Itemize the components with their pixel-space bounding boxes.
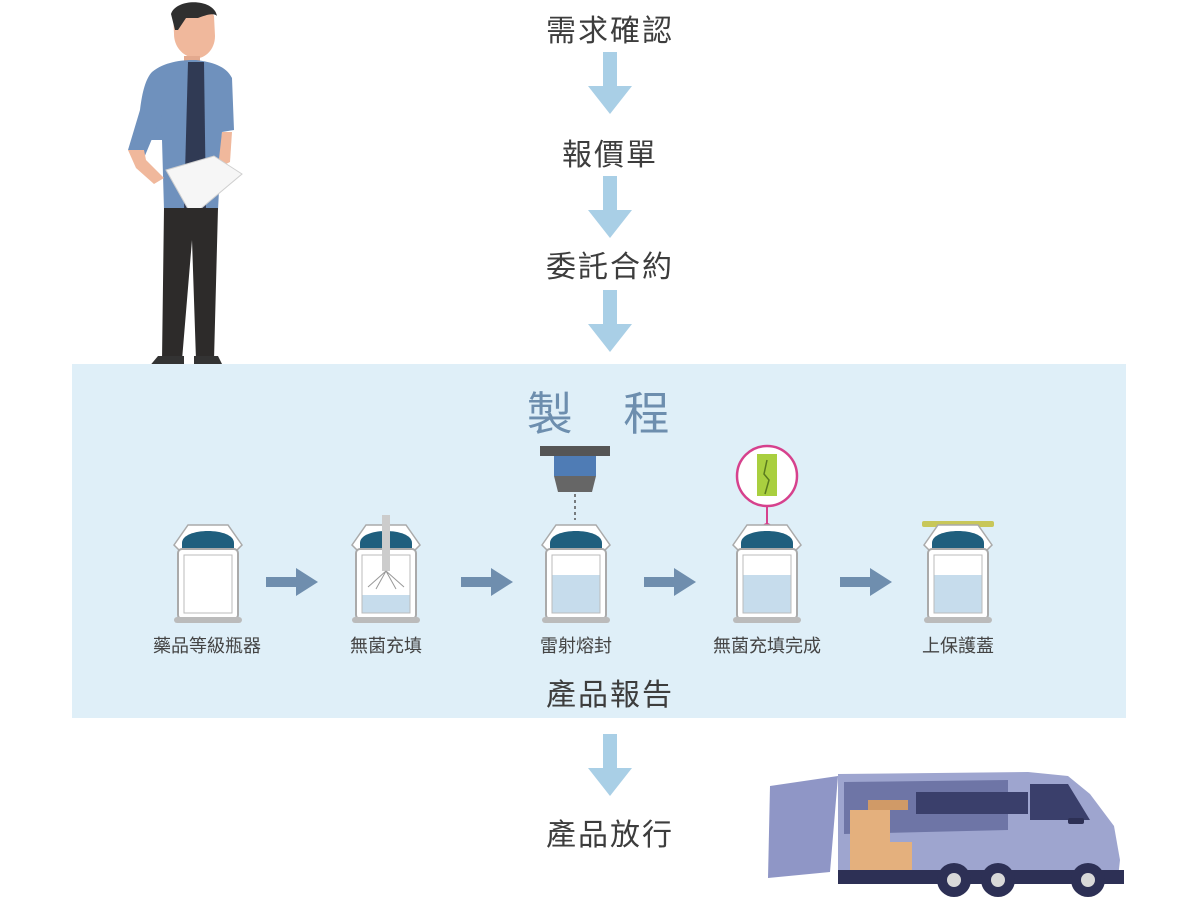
magnifier-detail-icon [735, 444, 799, 533]
stage-laser-sealing [536, 515, 656, 665]
step-commission-contract: 委託合約 [546, 250, 674, 285]
stage-label-bottle: 藥品等級瓶器 [153, 636, 261, 657]
stage-label-filling-complete: 無菌充填完成 [713, 636, 821, 657]
stage-aseptic-filling [346, 515, 466, 665]
right-arrow-icon [461, 568, 513, 596]
down-arrow-icon [588, 290, 632, 352]
down-arrow-icon [588, 176, 632, 238]
right-arrow-icon [266, 568, 318, 596]
step-quotation: 報價單 [562, 138, 658, 173]
laser-head-icon [540, 446, 610, 520]
stage-bottle [168, 515, 288, 665]
right-arrow-icon [840, 568, 892, 596]
product-report-label: 產品報告 [546, 678, 674, 713]
down-arrow-icon [588, 52, 632, 114]
person-holding-paper-icon [128, 2, 243, 368]
right-arrow-icon [644, 568, 696, 596]
stage-label-aseptic-filling: 無菌充填 [350, 636, 422, 657]
stage-label-laser-sealing: 雷射熔封 [540, 636, 612, 657]
stage-label-protective-cap: 上保護蓋 [922, 636, 994, 657]
stage-protective-cap [918, 515, 1038, 665]
down-arrow-icon [588, 734, 632, 796]
step-requirement-confirmation: 需求確認 [546, 14, 674, 49]
product-release-label: 產品放行 [546, 818, 674, 853]
process-title: 製 程 [526, 387, 688, 441]
delivery-truck-icon [768, 772, 1124, 897]
stage-filling-complete [727, 515, 847, 665]
